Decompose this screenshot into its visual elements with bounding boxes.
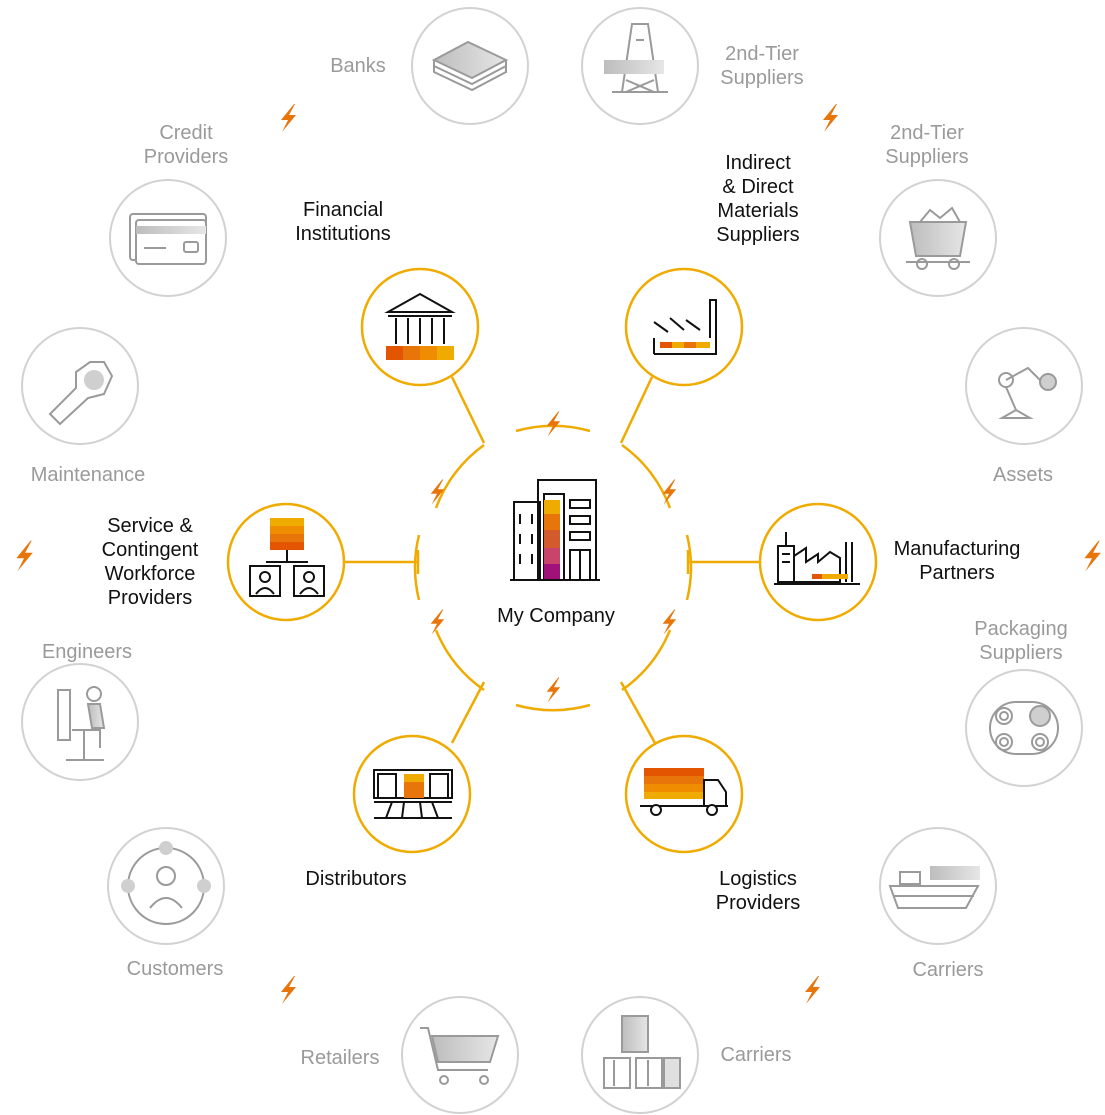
wrench-icon: [48, 361, 114, 426]
label-logistics: Logistics Providers: [715, 868, 801, 914]
center-ring: [413, 424, 693, 712]
connector-lines: [345, 376, 760, 744]
node-logistics: [624, 734, 744, 854]
label-banks: Banks: [330, 55, 386, 77]
label-carriers-ship: Carriers: [912, 959, 984, 981]
cargo-ship-icon: [888, 866, 980, 909]
factory-icon: [653, 299, 717, 355]
node-distributors: [352, 734, 472, 854]
node-assets: [965, 327, 1083, 445]
label-credit: Credit Providers: [143, 122, 229, 168]
lightning-bolt-icon: [281, 976, 296, 1004]
label-manufacturing: Manufacturing Partners: [893, 538, 1021, 584]
lightning-bolt-icon: [1084, 540, 1101, 572]
label-financial: Financial Institutions: [295, 199, 391, 245]
label-tier2-a: 2nd-Tier Suppliers: [720, 43, 804, 89]
lightning-bolt-icon: [546, 677, 561, 703]
containers-icon: [603, 1015, 681, 1089]
node-service: [226, 502, 346, 622]
label-distributors: Distributors: [305, 868, 407, 890]
lightning-bolt-icon: [16, 540, 33, 572]
conveyor-rolls-icon: [989, 701, 1059, 755]
label-customers: Customers: [126, 958, 224, 980]
label-assets: Assets: [992, 464, 1054, 486]
truck-icon: [640, 768, 728, 816]
lightning-bolt-icon: [823, 104, 838, 132]
node-engineers: [21, 663, 139, 781]
connector-financial: [450, 376, 486, 444]
node-materials: [624, 267, 744, 387]
robot-arm-icon: [998, 366, 1057, 419]
node-maintenance: [21, 327, 139, 445]
label-tier2-b: 2nd-Tier Suppliers: [885, 122, 969, 168]
label-service: Service & Contingent Workforce Providers: [101, 515, 199, 609]
lightning-bolt-icon: [546, 411, 561, 437]
customer-network-icon: [121, 841, 211, 925]
connector-distributors: [450, 681, 486, 744]
node-financial: [360, 267, 480, 387]
lightning-bolt-icon: [805, 976, 820, 1004]
connector-materials: [619, 376, 654, 444]
money-stack-icon: [431, 40, 509, 92]
node-carriers-containers: [581, 996, 699, 1114]
warehouse-icon: [373, 769, 453, 819]
center-label: My Company: [497, 605, 615, 627]
mine-cart-icon: [906, 206, 970, 270]
lightning-bolt-icon: [281, 104, 296, 132]
connector-logistics: [619, 681, 657, 744]
bank-building-icon: [384, 292, 456, 360]
manufacturing-plant-icon: [774, 532, 860, 585]
lightning-bolt-icon: [662, 479, 677, 505]
credit-card-icon: [129, 213, 207, 265]
shopping-cart-icon: [420, 1027, 500, 1085]
oil-rig-icon: [604, 23, 668, 93]
engineer-at-desk-icon: [57, 686, 106, 761]
label-carriers-containers: Carriers: [720, 1044, 792, 1066]
workforce-org-chart-icon: [249, 518, 325, 597]
my-company-building-icon: [510, 479, 600, 581]
node-packaging: [965, 669, 1083, 787]
label-maintenance: Maintenance: [30, 464, 146, 486]
label-packaging: Packaging Suppliers: [974, 618, 1068, 664]
label-retailers: Retailers: [300, 1047, 380, 1069]
label-materials: Indirect & Direct Materials Suppliers: [716, 152, 800, 246]
node-manufacturing: [758, 502, 878, 622]
label-engineers: Engineers: [41, 641, 133, 663]
